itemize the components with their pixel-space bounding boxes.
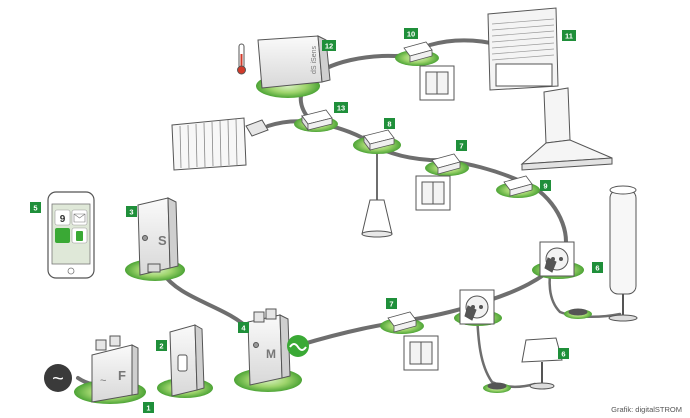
svg-text:7: 7: [389, 300, 393, 309]
terminal-10: [403, 41, 433, 63]
cable-meter-to-outlets: [298, 260, 562, 347]
thermometer-icon: [237, 43, 246, 75]
filter-letter: F: [118, 368, 126, 383]
mains-circle: [44, 364, 72, 392]
app-tile-calendar: [54, 209, 71, 226]
terminal-13: [301, 109, 333, 132]
cable-sensor-to-meter: [160, 270, 252, 332]
app-tile-number: 9: [60, 214, 66, 225]
roller-shutter: [487, 7, 559, 91]
meter-module: M: [247, 308, 291, 386]
breaker-module: [169, 324, 205, 397]
svg-text:3: 3: [129, 208, 133, 217]
svg-text:2: 2: [159, 342, 163, 351]
svg-text:6: 6: [595, 264, 599, 273]
badge-7-lower: 7: [386, 298, 397, 309]
meter-letter: M: [266, 347, 276, 361]
outlet-right: [539, 241, 575, 277]
sensor-letter: S: [158, 233, 167, 248]
svg-text:8: 8: [387, 120, 391, 129]
cable-to-hub-loop: [298, 38, 502, 124]
badge-6-tablelamp: 6: [558, 348, 569, 359]
badge-5: 5: [30, 202, 41, 213]
cable-tablelamp: [475, 310, 537, 388]
badge-1: 1: [143, 402, 154, 413]
svg-text:7: 7: [459, 142, 463, 151]
badge-9: 9: [540, 180, 551, 191]
sensor-module: S: [137, 197, 179, 276]
outlet-mid: [459, 289, 495, 325]
svg-text:11: 11: [565, 32, 573, 41]
badge-13: 13: [334, 102, 348, 113]
badge-2: 2: [156, 340, 167, 351]
badge-6-floorlamp: 6: [592, 262, 603, 273]
hub-text: dS iSens: [311, 45, 318, 74]
mains-symbol: ~: [52, 368, 64, 390]
svg-text:12: 12: [325, 42, 333, 51]
badge-12: 12: [322, 40, 336, 51]
switch-mid: [415, 175, 451, 211]
iphone-app: 9: [47, 191, 95, 279]
wall-switches: [403, 65, 455, 371]
table-lamp: [487, 337, 563, 390]
terminal-8: [363, 129, 395, 152]
filter-wave: ~: [100, 375, 106, 387]
svg-text:10: 10: [407, 30, 415, 39]
image-credit: Grafik: digitalSTROM: [611, 405, 682, 414]
switch-lower: [403, 335, 439, 371]
badge-7-upper: 7: [456, 140, 467, 151]
outlets: [459, 241, 575, 325]
svg-text:13: 13: [337, 104, 345, 113]
svg-text:6: 6: [561, 350, 565, 359]
mains-input: ~: [44, 364, 72, 392]
terminal-7-upper: [431, 153, 461, 175]
filter-wave-symbol: [287, 335, 309, 357]
svg-text:9: 9: [543, 182, 547, 191]
number-badges: 1 2 3 4 5 6 6 7 7 8 9 10 11 12 13: [30, 28, 603, 413]
pendant-lamp: [361, 199, 393, 238]
floor-lamp: [568, 185, 638, 322]
radiator: [171, 117, 269, 171]
badge-8: 8: [384, 118, 395, 129]
range-hood: [520, 87, 613, 171]
terminal-blocks: [301, 41, 533, 333]
svg-text:5: 5: [33, 204, 37, 213]
hub-device: dS iSens: [257, 35, 331, 89]
svg-text:1: 1: [146, 404, 150, 413]
badge-3: 3: [126, 206, 137, 217]
terminal-9: [503, 175, 533, 197]
filter-module: F ~: [91, 335, 139, 403]
terminal-7-lower: [387, 311, 417, 333]
badge-11: 11: [562, 30, 576, 41]
app-tile-switch: [55, 228, 70, 243]
badge-10: 10: [404, 28, 418, 39]
svg-text:4: 4: [241, 324, 246, 333]
badge-4: 4: [238, 322, 249, 333]
switch-upper: [419, 65, 455, 101]
